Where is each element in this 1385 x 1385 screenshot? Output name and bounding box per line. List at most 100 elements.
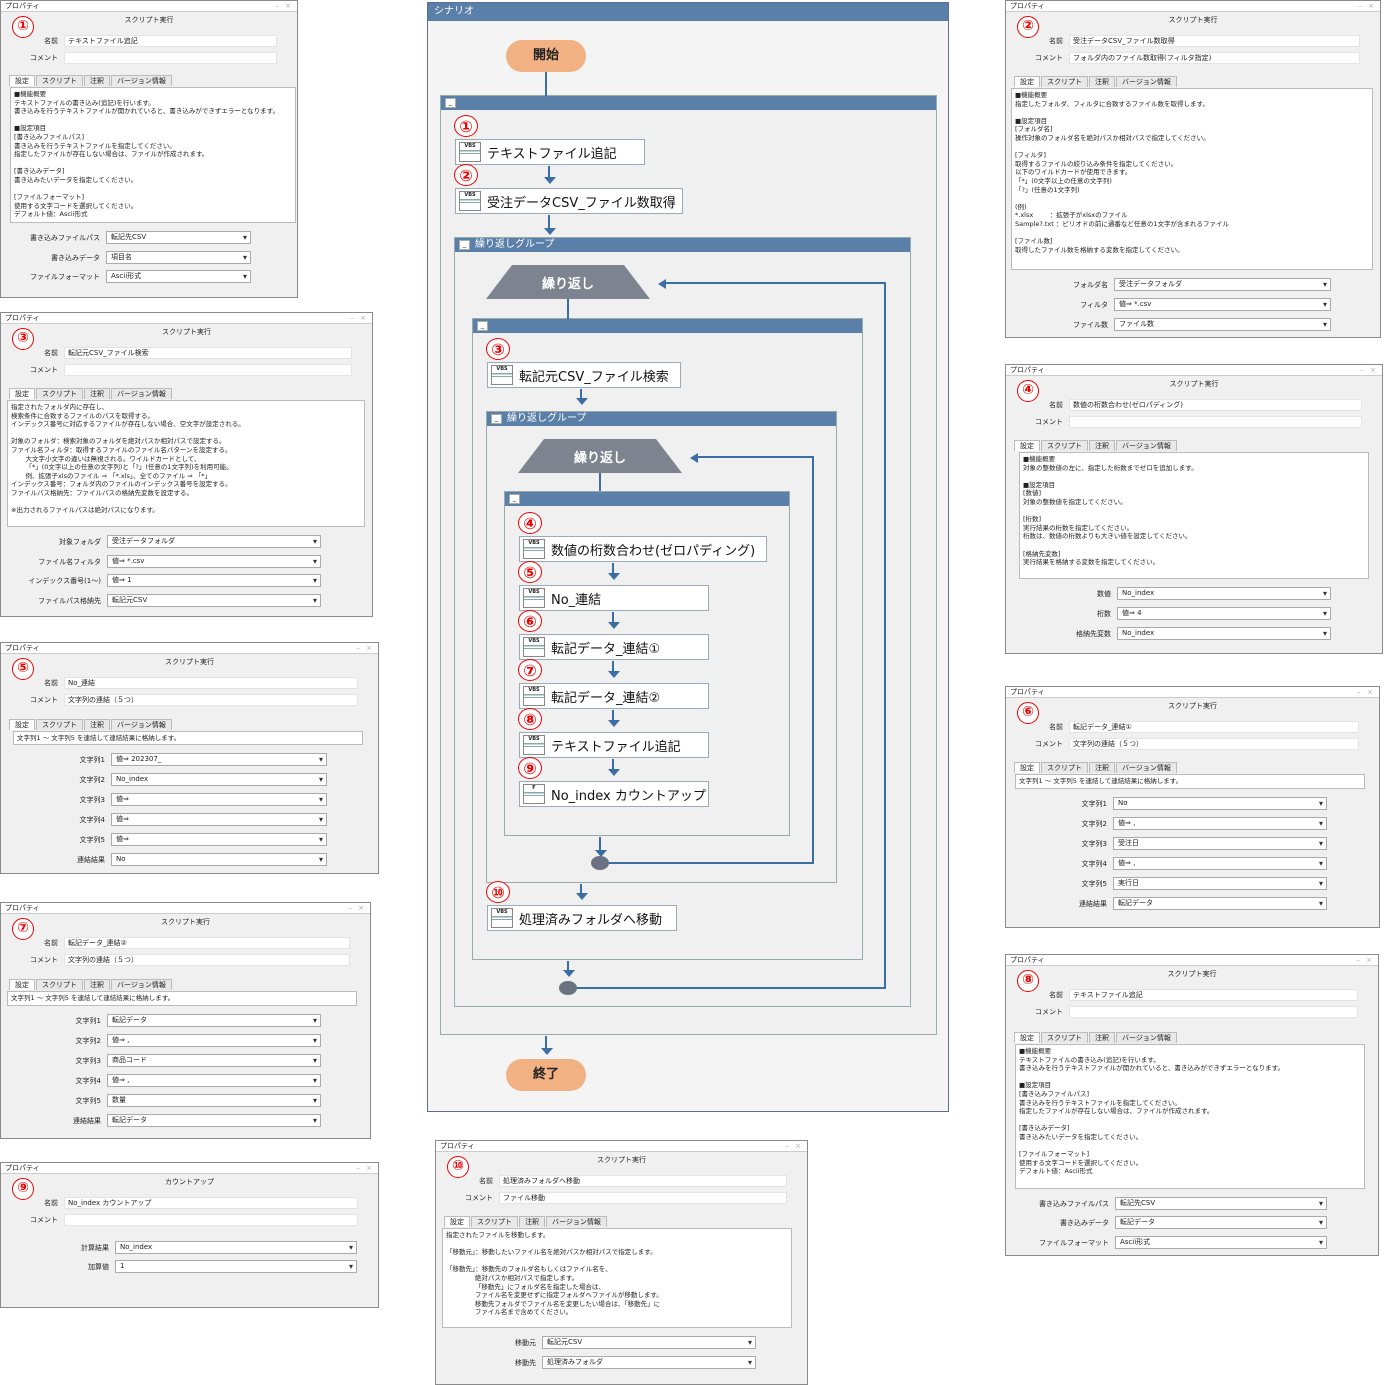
tab-1[interactable]: スクリプト — [471, 1216, 518, 1227]
comment-input[interactable] — [1069, 416, 1362, 428]
comment-input[interactable]: 文字列の連結（５つ） — [64, 954, 350, 966]
tab-2[interactable]: 注釈 — [1089, 76, 1115, 87]
setting-dropdown[interactable]: 転記元CSV — [107, 594, 321, 607]
tab-1[interactable]: スクリプト — [1041, 1032, 1088, 1043]
setting-dropdown[interactable]: 転記先CSV — [106, 231, 251, 244]
setting-dropdown[interactable]: No_index — [1117, 627, 1331, 640]
collapse-icon[interactable]: _ — [477, 321, 488, 331]
tab-2[interactable]: 注釈 — [84, 979, 110, 990]
setting-dropdown[interactable]: ファイル数 — [1114, 318, 1331, 331]
setting-dropdown[interactable]: 値⇒ 1 — [107, 574, 321, 587]
tab-1[interactable]: スクリプト — [1041, 76, 1088, 87]
setting-dropdown[interactable]: 値⇒ — [111, 833, 327, 846]
setting-dropdown[interactable]: 値⇒ 202307_ — [111, 753, 327, 766]
tab-3[interactable]: バージョン情報 — [111, 388, 172, 399]
tab-2[interactable]: 注釈 — [1089, 762, 1115, 773]
group-header[interactable]: _ — [441, 96, 936, 110]
tab-3[interactable]: バージョン情報 — [546, 1216, 607, 1227]
tab-1[interactable]: スクリプト — [36, 719, 83, 730]
tab-2[interactable]: 注釈 — [84, 388, 110, 399]
setting-dropdown[interactable]: 値⇒ — [111, 793, 327, 806]
panel-window-buttons[interactable]: – × — [356, 1164, 374, 1172]
panel-window-buttons[interactable]: – × — [275, 2, 293, 10]
tab-3[interactable]: バージョン情報 — [111, 75, 172, 86]
setting-dropdown[interactable]: No_index — [111, 773, 327, 786]
name-input[interactable]: 数値の桁数合わせ(ゼロパディング) — [1069, 399, 1362, 411]
setting-dropdown[interactable]: No — [111, 853, 327, 866]
setting-dropdown[interactable]: 値⇒ 4 — [1117, 607, 1331, 620]
setting-dropdown[interactable]: 転記データ — [1115, 1216, 1327, 1229]
setting-dropdown[interactable]: 数量 — [107, 1094, 321, 1107]
tab-3[interactable]: バージョン情報 — [1116, 762, 1177, 773]
tab-0[interactable]: 設定 — [1014, 76, 1040, 87]
tab-2[interactable]: 注釈 — [1089, 1032, 1115, 1043]
setting-dropdown[interactable]: 受注データフォルダ — [1114, 278, 1331, 291]
setting-dropdown[interactable]: 値⇒ *.csv — [107, 555, 321, 568]
panel-window-buttons[interactable]: – × — [348, 904, 366, 912]
collapse-icon[interactable]: _ — [509, 494, 520, 504]
name-input[interactable]: 処理済みフォルダへ移動 — [499, 1175, 787, 1187]
name-input[interactable]: テキストファイル追記 — [1069, 989, 1358, 1001]
tab-0[interactable]: 設定 — [9, 979, 35, 990]
tab-1[interactable]: スクリプト — [36, 979, 83, 990]
setting-dropdown[interactable]: 商品コード — [107, 1054, 321, 1067]
panel-window-buttons[interactable]: – × — [356, 644, 374, 652]
panel-window-buttons[interactable]: – × — [350, 314, 368, 322]
name-input[interactable]: No_連結 — [64, 677, 358, 689]
setting-dropdown[interactable]: 値⇒ *.csv — [1114, 298, 1331, 311]
tab-0[interactable]: 設定 — [1014, 762, 1040, 773]
comment-input[interactable] — [64, 1214, 358, 1226]
setting-dropdown[interactable]: 1 — [115, 1260, 357, 1273]
tab-0[interactable]: 設定 — [9, 719, 35, 730]
setting-dropdown[interactable]: 値⇒ — [111, 813, 327, 826]
setting-dropdown[interactable]: 転記データ — [107, 1014, 321, 1027]
setting-dropdown[interactable]: 転記元CSV — [542, 1336, 756, 1349]
group-header[interactable]: _ — [473, 319, 862, 333]
group-header[interactable]: _ — [505, 492, 789, 506]
tab-3[interactable]: バージョン情報 — [111, 719, 172, 730]
panel-window-buttons[interactable]: – × — [1360, 366, 1378, 374]
name-input[interactable]: テキストファイル追記 — [64, 35, 277, 47]
collapse-icon[interactable]: _ — [491, 414, 502, 424]
name-input[interactable]: 受注データCSV_ファイル数取得 — [1069, 35, 1360, 47]
tab-2[interactable]: 注釈 — [519, 1216, 545, 1227]
tab-0[interactable]: 設定 — [1014, 440, 1040, 451]
setting-dropdown[interactable]: 処理済みフォルダ — [542, 1356, 756, 1369]
tab-1[interactable]: スクリプト — [1041, 440, 1088, 451]
tab-0[interactable]: 設定 — [444, 1216, 470, 1227]
panel-window-buttons[interactable]: – × — [785, 1142, 803, 1150]
name-input[interactable]: No_index カウントアップ — [64, 1197, 358, 1209]
setting-dropdown[interactable]: 実行日 — [1113, 877, 1327, 890]
panel-window-buttons[interactable]: – × — [1357, 688, 1375, 696]
tab-1[interactable]: スクリプト — [36, 388, 83, 399]
comment-input[interactable]: 文字列の連結（５つ） — [1069, 738, 1359, 750]
tab-0[interactable]: 設定 — [9, 388, 35, 399]
setting-dropdown[interactable]: Ascii形式 — [106, 270, 251, 283]
name-input[interactable]: 転記元CSV_ファイル検索 — [64, 347, 352, 359]
tab-1[interactable]: スクリプト — [36, 75, 83, 86]
tab-0[interactable]: 設定 — [1014, 1032, 1040, 1043]
tab-3[interactable]: バージョン情報 — [1116, 1032, 1177, 1043]
name-input[interactable]: 転記データ_連結① — [1069, 721, 1359, 733]
collapse-icon[interactable]: _ — [445, 98, 456, 108]
setting-dropdown[interactable]: 値⇒ , — [107, 1074, 321, 1087]
loop-node-2[interactable]: 繰り返し — [518, 439, 682, 473]
setting-dropdown[interactable]: 転記先CSV — [1115, 1197, 1327, 1210]
start-node[interactable]: 開始 — [506, 40, 586, 72]
group-header[interactable]: _繰り返しグループ — [487, 412, 836, 426]
loop-node-1[interactable]: 繰り返し — [486, 265, 650, 299]
comment-input[interactable] — [1069, 1006, 1358, 1018]
collapse-icon[interactable]: _ — [459, 240, 470, 250]
tab-0[interactable]: 設定 — [9, 75, 35, 86]
comment-input[interactable]: フォルダ内のファイル数取得(フィルタ指定) — [1069, 52, 1360, 64]
comment-input[interactable]: ファイル移動 — [499, 1192, 787, 1204]
panel-window-buttons[interactable]: – × — [1358, 2, 1376, 10]
setting-dropdown[interactable]: No_index — [1117, 587, 1331, 600]
setting-dropdown[interactable]: No — [1113, 797, 1327, 810]
